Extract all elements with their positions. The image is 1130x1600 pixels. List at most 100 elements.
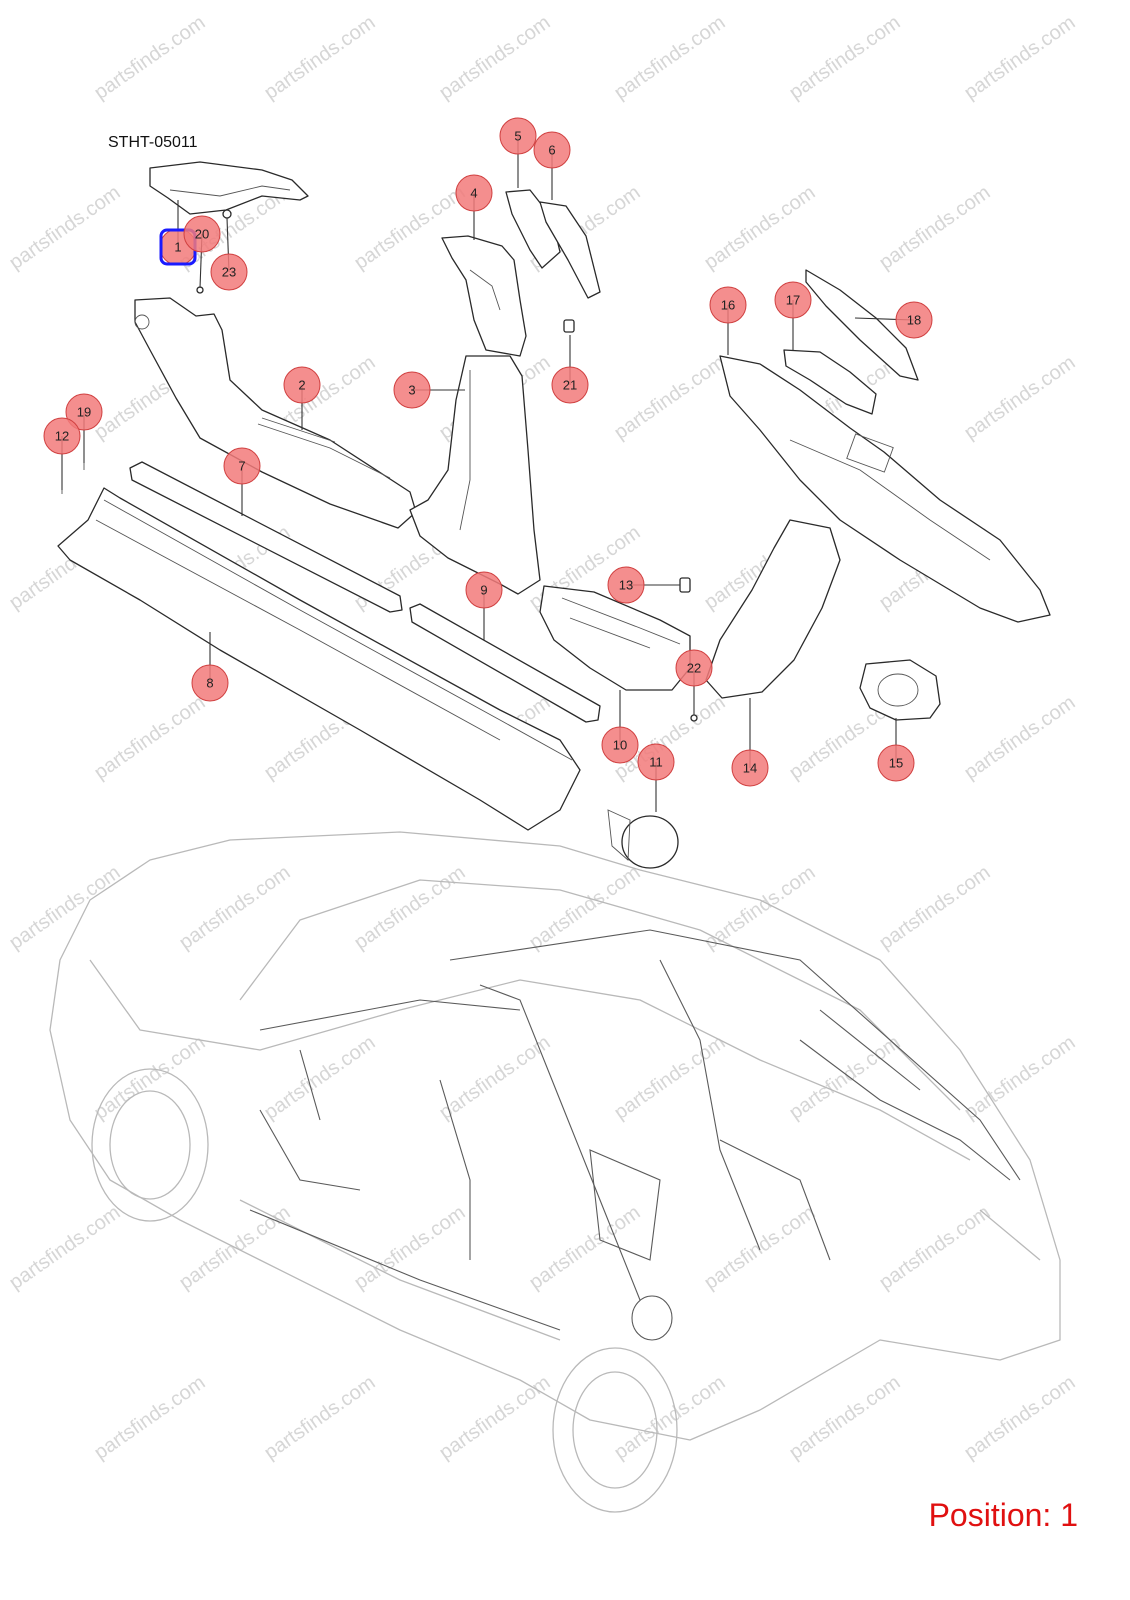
callout-label: 13 bbox=[619, 578, 633, 593]
callout-20[interactable]: 20 bbox=[183, 215, 221, 253]
callout-label: 8 bbox=[206, 676, 213, 691]
callout-14[interactable]: 14 bbox=[731, 749, 769, 787]
callout-label: 12 bbox=[55, 429, 69, 444]
callout-21[interactable]: 21 bbox=[551, 366, 589, 404]
watermark: partsfinds.com bbox=[960, 11, 1079, 104]
part-4-b-pillar-upper bbox=[441, 235, 527, 357]
callout-bubble[interactable] bbox=[283, 366, 321, 404]
callout-bubble[interactable] bbox=[895, 301, 933, 339]
callout-label: 7 bbox=[238, 459, 245, 474]
watermark: partsfinds.com bbox=[875, 181, 994, 274]
watermark: partsfinds.com bbox=[960, 351, 1079, 444]
callout-10[interactable]: 10 bbox=[601, 726, 639, 764]
watermark: partsfinds.com bbox=[175, 861, 294, 954]
vehicle-front-wheel bbox=[91, 1068, 209, 1222]
callout-17[interactable]: 17 bbox=[774, 281, 812, 319]
part-10-rear-sill-plate bbox=[539, 585, 691, 691]
callout-label: 16 bbox=[721, 298, 735, 313]
callout-bubble[interactable] bbox=[65, 393, 103, 431]
part-8-rocker-cover bbox=[57, 487, 581, 831]
callout-label: 3 bbox=[408, 383, 415, 398]
callout-8[interactable]: 8 bbox=[191, 664, 229, 702]
watermark: partsfinds.com bbox=[90, 11, 209, 104]
part-9-rear-sill-strip bbox=[409, 603, 601, 723]
callout-5[interactable]: 5 bbox=[499, 117, 537, 155]
callout-22[interactable]: 22 bbox=[675, 649, 713, 687]
watermark: partsfinds.com bbox=[960, 691, 1079, 784]
callout-13[interactable]: 13 bbox=[607, 566, 645, 604]
watermark: partsfinds.com bbox=[350, 181, 469, 274]
callout-2[interactable]: 2 bbox=[283, 366, 321, 404]
callout-bubble[interactable] bbox=[637, 743, 675, 781]
part-13-clip bbox=[679, 577, 691, 593]
callout-label: 14 bbox=[743, 761, 757, 776]
callout-18[interactable]: 18 bbox=[895, 301, 933, 339]
callout-bubble[interactable] bbox=[675, 649, 713, 687]
part-5-trim-strip bbox=[505, 189, 561, 269]
callout-bubble[interactable] bbox=[191, 664, 229, 702]
callout-bubble[interactable] bbox=[499, 117, 537, 155]
callout-bubble[interactable] bbox=[709, 286, 747, 324]
callout-4[interactable]: 4 bbox=[455, 174, 493, 212]
watermark: partsfinds.com bbox=[435, 1031, 554, 1124]
callout-23[interactable]: 23 bbox=[210, 253, 248, 291]
watermark: partsfinds.com bbox=[610, 11, 729, 104]
callout-6[interactable]: 6 bbox=[533, 131, 571, 169]
part-6-trim-strip bbox=[539, 201, 601, 299]
callout-bubble[interactable] bbox=[731, 749, 769, 787]
watermark: partsfinds.com bbox=[525, 1201, 644, 1294]
callout-bubble[interactable] bbox=[210, 253, 248, 291]
callout-9[interactable]: 9 bbox=[465, 571, 503, 609]
watermark: partsfinds.com bbox=[960, 1371, 1079, 1464]
part-1-detail bbox=[169, 185, 291, 197]
part-21-clip bbox=[563, 319, 575, 333]
callout-bubble[interactable] bbox=[877, 744, 915, 782]
callout-7[interactable]: 7 bbox=[223, 447, 261, 485]
callout-bubble[interactable] bbox=[551, 366, 589, 404]
callout-16[interactable]: 16 bbox=[709, 286, 747, 324]
callout-12[interactable]: 12 bbox=[43, 417, 81, 455]
watermark: partsfinds.com bbox=[610, 351, 729, 444]
watermark: partsfinds.com bbox=[435, 11, 554, 104]
part-11-fuel-door bbox=[621, 815, 679, 869]
watermark: partsfinds.com bbox=[260, 1371, 379, 1464]
callout-bubble[interactable] bbox=[533, 131, 571, 169]
watermark: partsfinds.com bbox=[90, 1371, 209, 1464]
callout-bubble[interactable] bbox=[774, 281, 812, 319]
callout-bubble[interactable] bbox=[465, 571, 503, 609]
part-1-upper-trim bbox=[149, 161, 309, 215]
callout-bubble[interactable] bbox=[393, 371, 431, 409]
callout-15[interactable]: 15 bbox=[877, 744, 915, 782]
callout-11[interactable]: 11 bbox=[637, 743, 675, 781]
watermark: partsfinds.com bbox=[875, 861, 994, 954]
callout-3[interactable]: 3 bbox=[393, 371, 431, 409]
callout-label: 15 bbox=[889, 756, 903, 771]
watermark: partsfinds.com bbox=[350, 1201, 469, 1294]
callout-label: 21 bbox=[563, 378, 577, 393]
callout-bubble[interactable] bbox=[223, 447, 261, 485]
callout-bubble[interactable] bbox=[607, 566, 645, 604]
callout-label: 2 bbox=[298, 378, 305, 393]
position-indicator: Position: 1 bbox=[928, 1497, 1078, 1533]
callout-label: 23 bbox=[222, 265, 236, 280]
callout-label: 19 bbox=[77, 405, 91, 420]
watermark: partsfinds.com bbox=[5, 861, 124, 954]
vehicle-rear-wheel bbox=[552, 1347, 678, 1513]
callout-bubble[interactable] bbox=[601, 726, 639, 764]
watermark: partsfinds.com bbox=[5, 1201, 124, 1294]
part-16-rear-quarter-trim bbox=[719, 355, 1051, 623]
callout-bubble[interactable] bbox=[455, 174, 493, 212]
callout-bubble[interactable] bbox=[183, 215, 221, 253]
watermark: partsfinds.com bbox=[5, 181, 124, 274]
callout-bubble[interactable] bbox=[43, 417, 81, 455]
callout-label: 20 bbox=[195, 227, 209, 242]
callout-19[interactable]: 19 bbox=[65, 393, 103, 431]
watermark: partsfinds.com bbox=[700, 861, 819, 954]
callout-label: 10 bbox=[613, 738, 627, 753]
callout-label: 22 bbox=[687, 661, 701, 676]
vehicle-body-outline bbox=[49, 831, 1061, 1441]
callout-label: 6 bbox=[548, 143, 555, 158]
